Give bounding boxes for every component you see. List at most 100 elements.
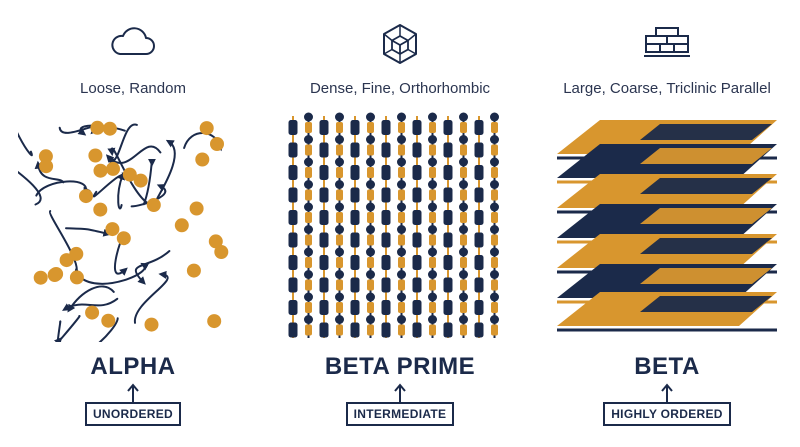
lattice-node — [366, 157, 375, 167]
lattice-node — [397, 135, 406, 144]
crystal-dot — [133, 173, 148, 188]
lattice-bar — [288, 322, 298, 338]
lattice-bar — [319, 187, 329, 203]
order-badge: UNORDERED — [84, 402, 182, 426]
lattice-bar — [429, 324, 436, 336]
lattice-node — [428, 292, 437, 302]
lattice-node — [397, 225, 406, 234]
lattice-bar — [319, 165, 329, 180]
crystal-dot — [174, 218, 189, 233]
lattice-bar — [398, 324, 405, 336]
lattice-node — [428, 315, 437, 324]
lattice-node — [490, 315, 499, 324]
lattice-bar — [350, 210, 360, 225]
lattice-bar — [336, 234, 343, 246]
lattice-bar — [305, 302, 312, 313]
lattice-bar — [305, 279, 312, 291]
random-chain-arrow — [134, 250, 171, 285]
lattice-bar — [443, 255, 453, 270]
lattice-bar — [460, 212, 467, 223]
lattice-bar — [429, 257, 436, 268]
phase-column-alpha: Loose, Random ALPHA UNORDERED — [0, 0, 266, 447]
crystal-dot — [38, 149, 53, 164]
lattice-node — [428, 112, 437, 122]
random-chain-arrow — [108, 123, 138, 165]
lattice-bar — [367, 302, 374, 313]
random-chain-arrow — [133, 270, 169, 324]
lattice-bar — [288, 187, 298, 203]
lattice-node — [304, 180, 313, 189]
phase-description: Large, Coarse, Triclinic Parallel — [563, 80, 771, 97]
lattice-bar — [398, 122, 405, 133]
phase-name: BETA PRIME — [324, 353, 476, 380]
lattice-bar — [367, 122, 374, 133]
order-badge: INTERMEDIATE — [345, 402, 455, 426]
lattice-node — [304, 315, 313, 324]
random-chain-arrow — [18, 170, 42, 206]
random-chain-arrow — [98, 317, 119, 342]
random-chain-arrow — [117, 171, 125, 210]
lattice-node — [397, 292, 406, 302]
lattice-bar — [381, 322, 391, 338]
lattice-node — [490, 225, 499, 234]
lattice-bar — [443, 300, 453, 315]
lattice-bar — [398, 279, 405, 291]
lattice-bar — [474, 277, 484, 293]
random-chain-arrow — [79, 262, 150, 285]
lattice-node — [335, 202, 344, 212]
crystal-dot — [195, 152, 210, 167]
lattice-node — [397, 112, 406, 122]
lattice-node — [428, 157, 437, 167]
order-badge: HIGHLY ORDERED — [603, 402, 731, 426]
beta-layered-structure — [557, 120, 777, 332]
crystal-dot — [122, 167, 137, 182]
lattice-bar — [367, 279, 374, 291]
lattice-bar — [460, 234, 467, 246]
crystal-dot — [199, 121, 214, 136]
lattice-bar — [412, 277, 422, 293]
lattice-node — [366, 292, 375, 302]
lattice-node — [490, 247, 499, 257]
lattice-node — [335, 157, 344, 167]
crystal-dot — [33, 270, 48, 285]
lattice-node — [459, 112, 468, 122]
lattice-bar — [350, 232, 360, 248]
lattice-node — [490, 292, 499, 302]
lattice-node — [304, 112, 313, 122]
cube-icon — [267, 22, 533, 66]
lattice-bar — [412, 322, 422, 338]
lattice-node — [304, 157, 313, 167]
lattice-bar — [319, 277, 329, 293]
lattice-bar — [443, 322, 453, 338]
crystal-sheet-panel — [640, 178, 772, 194]
lattice-node — [459, 135, 468, 144]
lattice-bar — [367, 257, 374, 268]
crystal-dot — [189, 201, 204, 216]
lattice-node — [459, 315, 468, 324]
phase-name: BETA — [634, 353, 700, 380]
lattice-node — [366, 202, 375, 212]
crystal-dot — [186, 263, 201, 278]
lattice-bar — [460, 279, 467, 291]
lattice-node — [366, 225, 375, 234]
random-chain-arrow — [107, 147, 148, 204]
crystal-dot — [79, 189, 93, 204]
lattice-node — [304, 270, 313, 279]
crystal-dot — [214, 245, 229, 259]
lattice-node — [304, 202, 313, 212]
lattice-bar — [474, 300, 484, 315]
lattice-node — [335, 112, 344, 122]
lattice-bar — [367, 189, 374, 201]
lattice-bar — [443, 210, 453, 225]
lattice-bar — [491, 257, 498, 268]
lattice-node — [459, 225, 468, 234]
lattice-node — [335, 135, 344, 144]
crystal-dot — [144, 317, 159, 332]
random-chain-arrow — [65, 227, 112, 237]
lattice-node — [428, 225, 437, 234]
lattice-bar — [491, 122, 498, 133]
crystal-dot — [39, 159, 54, 174]
lattice-bar — [460, 167, 467, 178]
lattice-node — [397, 180, 406, 189]
crystal-sheet-panel — [640, 208, 772, 224]
